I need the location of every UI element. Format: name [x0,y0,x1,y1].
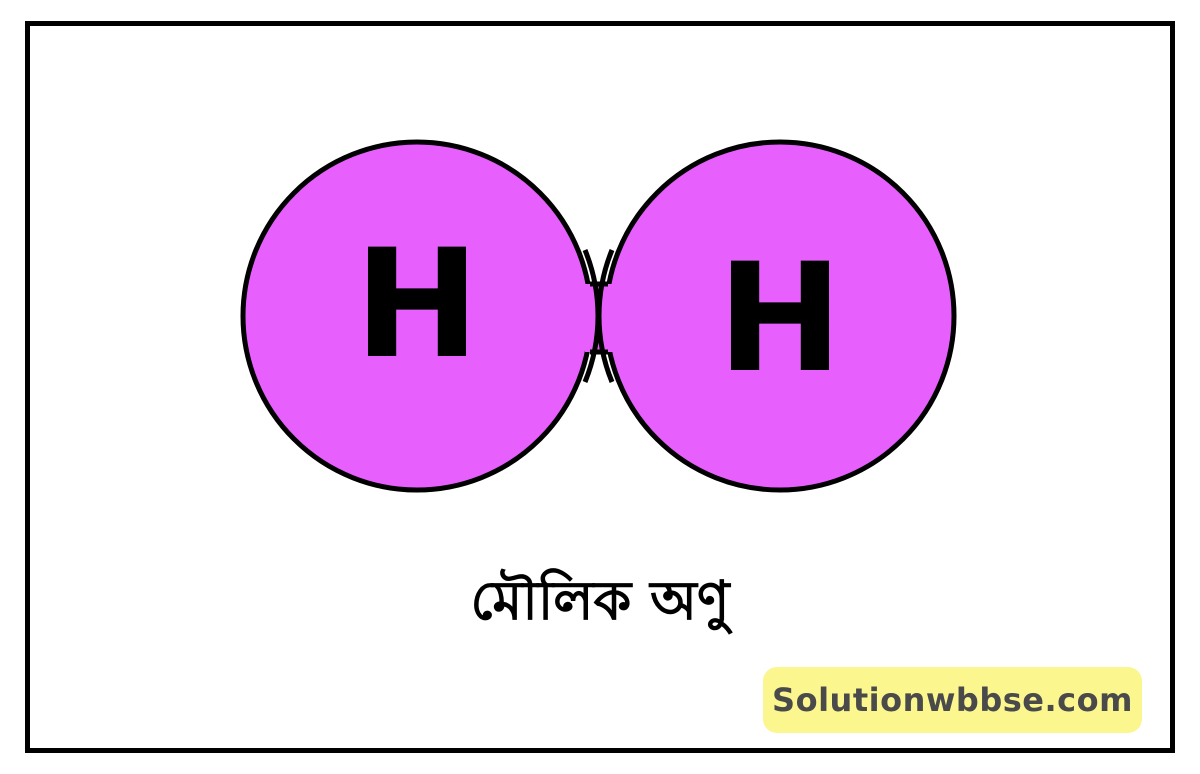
diagram-frame [25,21,1175,753]
left-atom-symbol: H [354,218,480,392]
right-atom-symbol: H [717,232,843,406]
diagram-caption: মৌলিক অণু [470,569,730,632]
right-atom-left-arc [596,249,615,383]
watermark-text: Solutionwbbse.com [772,681,1133,719]
watermark-badge: Solutionwbbse.com [763,667,1142,733]
